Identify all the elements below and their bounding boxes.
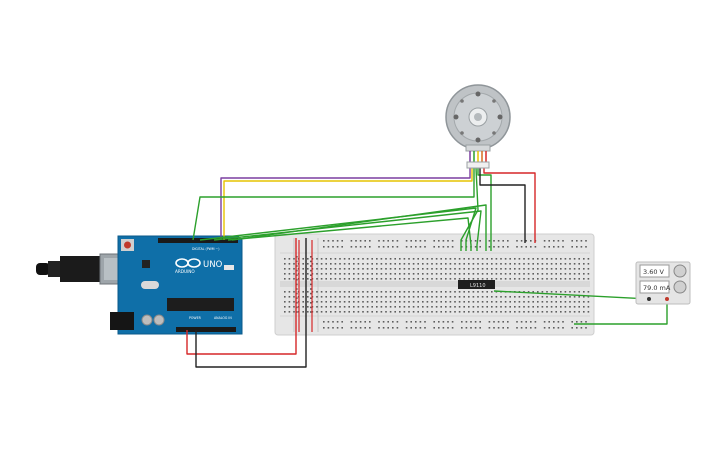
arduino-uno[interactable]: ARDUINO UNO DIGITAL (PWM ~) POWER ANALOG… bbox=[36, 235, 243, 335]
wires[interactable] bbox=[186, 167, 668, 368]
positive-terminal[interactable] bbox=[665, 297, 669, 301]
wire-green-4 bbox=[227, 217, 472, 251]
stepper-motor[interactable] bbox=[445, 84, 511, 169]
arduino-brand-label: ARDUINO bbox=[175, 269, 195, 274]
power-supply[interactable]: 3.60 V 79.0 mA bbox=[635, 261, 691, 305]
wire-red-motor bbox=[483, 168, 536, 243]
current-display bbox=[639, 280, 670, 294]
negative-terminal[interactable] bbox=[647, 297, 651, 301]
breadboard[interactable] bbox=[274, 233, 595, 336]
wire-green-2 bbox=[199, 207, 477, 251]
wire-yellow bbox=[223, 168, 473, 240]
wire-black-gnd bbox=[195, 238, 307, 368]
power-jack bbox=[110, 312, 134, 330]
arduino-model-label: UNO bbox=[203, 260, 223, 270]
digital-header[interactable] bbox=[158, 238, 238, 243]
wire-red-5v bbox=[186, 238, 297, 355]
wire-green-1 bbox=[192, 168, 475, 241]
atmega-chip bbox=[167, 298, 234, 311]
wire-purple bbox=[220, 168, 471, 240]
wire-green-3 bbox=[213, 210, 482, 251]
current-knob[interactable] bbox=[673, 280, 687, 294]
power-header[interactable] bbox=[176, 327, 236, 332]
voltage-knob[interactable] bbox=[673, 264, 687, 278]
wire-green-6 bbox=[477, 168, 492, 251]
wire-green-meter-1 bbox=[493, 290, 650, 300]
digital-header-label: DIGITAL (PWM ~) bbox=[192, 247, 219, 251]
arduino-logo: ARDUINO bbox=[175, 258, 201, 274]
wire-green-meter-2 bbox=[574, 300, 668, 325]
voltage-readout: 3.60 V bbox=[643, 268, 665, 276]
breadboard-channel bbox=[280, 281, 590, 287]
power-header-label: POWER bbox=[189, 316, 202, 320]
driver-chip[interactable]: L9110 bbox=[458, 280, 495, 289]
motor-connector[interactable] bbox=[466, 161, 490, 169]
current-readout: 79.0 mA bbox=[643, 284, 671, 292]
voltage-display bbox=[639, 264, 670, 278]
wire-green-5 bbox=[231, 204, 487, 251]
analog-header-label: ANALOG IN bbox=[214, 316, 232, 320]
wire-green-7 bbox=[460, 167, 479, 251]
wire-black-motor bbox=[479, 168, 526, 243]
driver-chip-label: L9110 bbox=[470, 283, 486, 289]
